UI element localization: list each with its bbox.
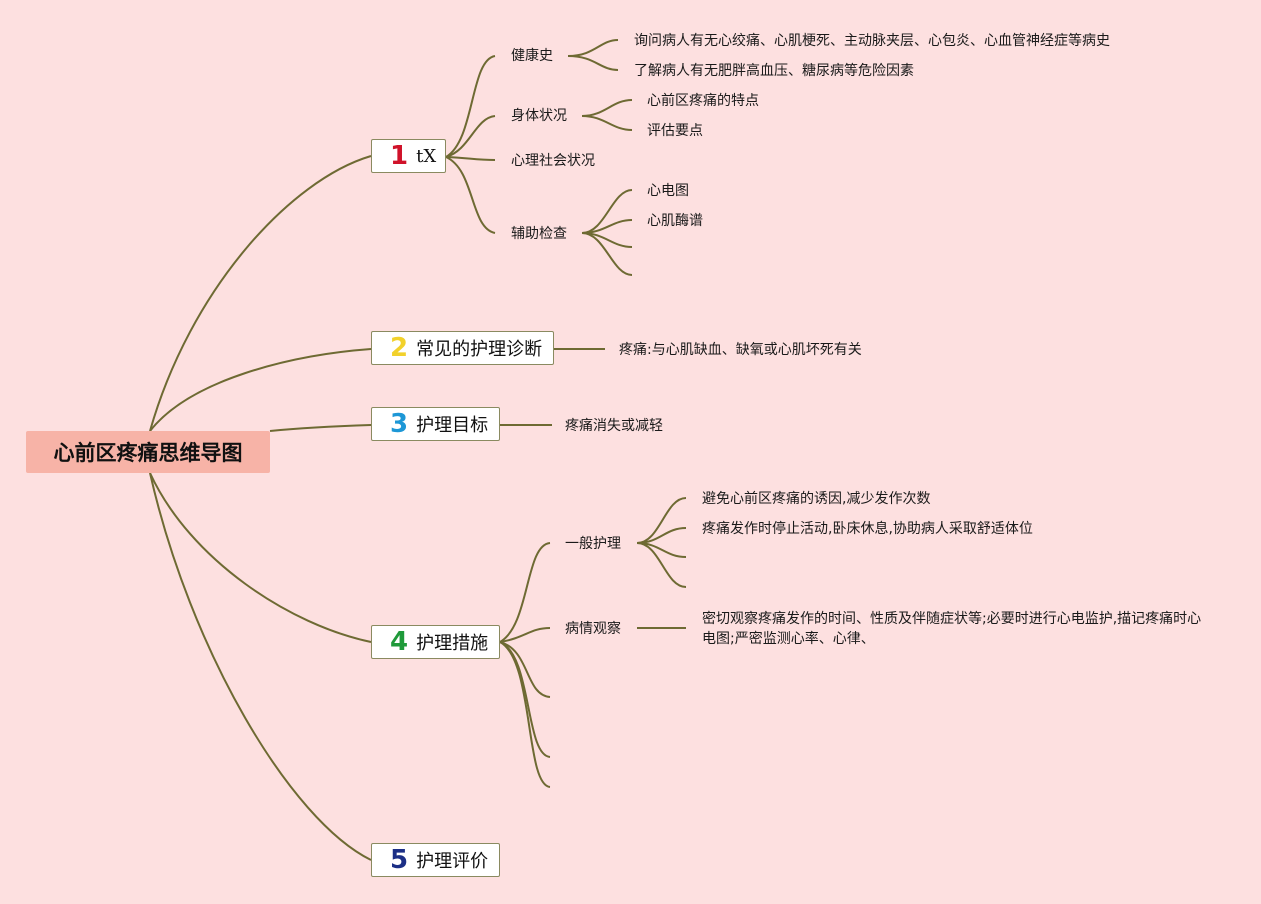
leaf-physical-1[interactable]: 心前区疼痛的特点: [647, 93, 759, 109]
subtopic-observation[interactable]: 病情观察: [565, 621, 621, 637]
section-5-node[interactable]: 5 护理评价: [371, 843, 500, 877]
section-4-label: 护理措施: [416, 633, 489, 654]
number-3-icon: 3: [390, 409, 409, 439]
leaf-health-history-1[interactable]: 询问病人有无心绞痛、心肌梗死、主动脉夹层、心包炎、心血管神经症等病史: [634, 33, 1110, 49]
section-3-label: 护理目标: [416, 415, 489, 436]
leaf-diagnosis-1[interactable]: 疼痛:与心肌缺血、缺氧或心肌坏死有关: [619, 342, 862, 358]
leaf-observation-1[interactable]: 密切观察疼痛发作的时间、性质及伴随症状等;必要时进行心电监护,描记疼痛时心电图;…: [702, 611, 1202, 647]
subtopic-physical-status[interactable]: 身体状况: [511, 108, 567, 124]
subtopic-general-care[interactable]: 一般护理: [565, 536, 621, 552]
leaf-health-history-2[interactable]: 了解病人有无肥胖高血压、糖尿病等危险因素: [634, 63, 914, 79]
section-1-node[interactable]: 1 tX: [371, 139, 446, 173]
section-5-label: 护理评价: [416, 851, 489, 872]
leaf-goal-1[interactable]: 疼痛消失或减轻: [565, 418, 663, 434]
leaf-general-care-2[interactable]: 疼痛发作时停止活动,卧床休息,协助病人采取舒适体位: [702, 521, 1033, 537]
subtopic-auxiliary-exam[interactable]: 辅助检查: [511, 226, 567, 242]
leaf-physical-2[interactable]: 评估要点: [647, 123, 703, 139]
section-4-node[interactable]: 4 护理措施: [371, 625, 500, 659]
section-2-label: 常见的护理诊断: [416, 339, 543, 360]
root-topic[interactable]: 心前区疼痛思维导图: [26, 431, 270, 473]
section-3-node[interactable]: 3 护理目标: [371, 407, 500, 441]
subtopic-psychosocial[interactable]: 心理社会状况: [511, 153, 595, 169]
leaf-general-care-1[interactable]: 避免心前区疼痛的诱因,减少发作次数: [702, 491, 931, 507]
number-4-icon: 4: [390, 627, 409, 657]
section-2-node[interactable]: 2 常见的护理诊断: [371, 331, 554, 365]
leaf-exam-ecg[interactable]: 心电图: [647, 183, 689, 199]
subtopic-health-history[interactable]: 健康史: [511, 48, 553, 64]
number-2-icon: 2: [390, 333, 409, 363]
section-1-label: tX: [416, 145, 437, 167]
number-5-icon: 5: [390, 845, 409, 875]
leaf-exam-enzyme[interactable]: 心肌酶谱: [647, 213, 703, 229]
number-1-icon: 1: [390, 141, 409, 171]
